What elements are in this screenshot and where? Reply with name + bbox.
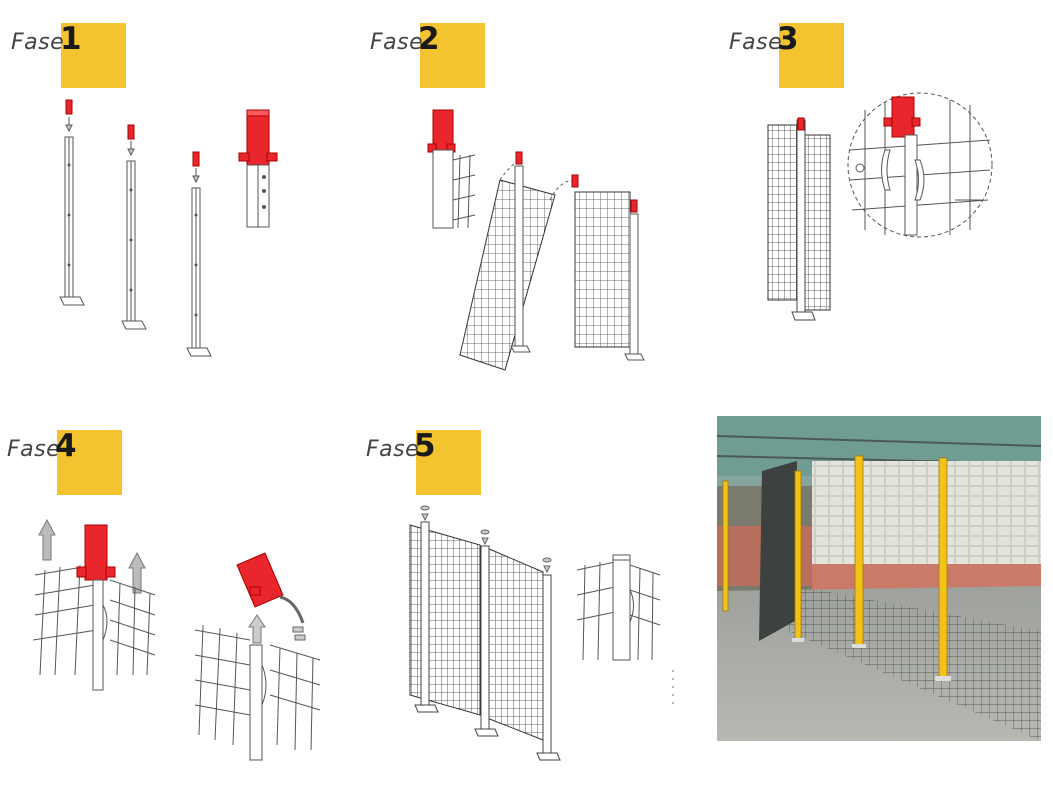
phase-5-number: 5: [414, 428, 436, 464]
post-with-cap: [32, 524, 156, 691]
middle-post: [510, 151, 531, 353]
phase-2-word: Fase: [370, 30, 424, 55]
right-post: [571, 174, 645, 361]
phase-3-yellow-box: [779, 23, 844, 88]
corner-post-detail: [427, 109, 476, 229]
phase-5-yellow-box: [416, 430, 481, 495]
phase-3-illustration: [767, 92, 993, 321]
post-1: [59, 99, 85, 306]
phase-4-number: 4: [55, 428, 77, 464]
post-3: [186, 151, 212, 357]
phase-1-number: 1: [60, 21, 82, 57]
phase-3-number: 3: [777, 21, 799, 57]
phase-1-word: Fase: [11, 30, 65, 55]
post-2: [121, 124, 147, 330]
phase-2-illustration: [427, 109, 645, 371]
phase-1-yellow-box: [61, 23, 126, 88]
installation-photo: [717, 416, 1041, 741]
phase-4-illustration: [32, 518, 321, 761]
lift-arrow-right: [128, 551, 146, 594]
assembled-panels: [767, 117, 831, 321]
post-cap-detail: [238, 109, 278, 228]
lift-arrow-left: [38, 518, 56, 561]
phase-4-word: Fase: [7, 437, 61, 462]
phase-4-yellow-box: [57, 430, 122, 495]
phase-1-illustration: [59, 99, 278, 357]
phase-5-word: Fase: [366, 437, 420, 462]
cap-removal-detail: [194, 552, 321, 761]
phase-2-number: 2: [418, 21, 440, 57]
final-posts: [414, 521, 561, 761]
phase-2-yellow-box: [420, 23, 485, 88]
phase-3-word: Fase: [729, 30, 783, 55]
phase-5-illustration: [409, 505, 674, 761]
tilted-panel: [459, 159, 556, 371]
top-cap-detail: [576, 554, 674, 710]
cap-screws: [420, 505, 552, 574]
magnified-clip-detail: [847, 92, 993, 238]
standing-panel: [549, 179, 631, 348]
photo-scene: [717, 416, 1041, 741]
